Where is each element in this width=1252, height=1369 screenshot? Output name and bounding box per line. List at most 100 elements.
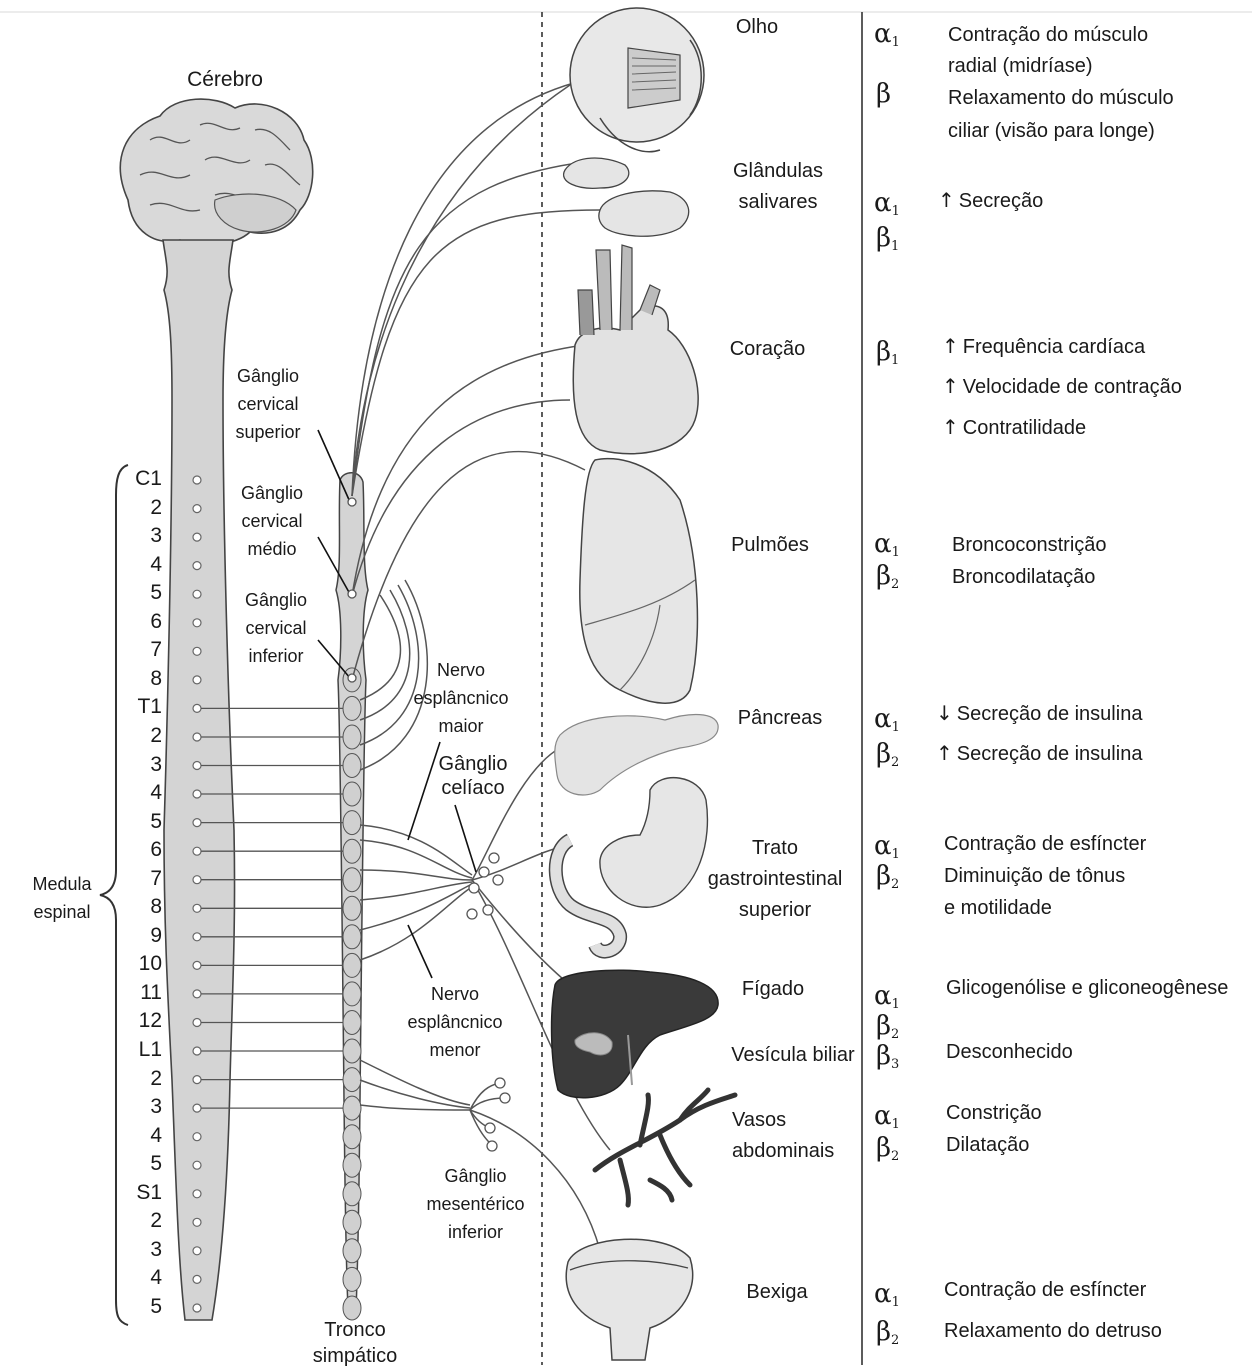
trunk-ganglion bbox=[343, 1153, 361, 1177]
trunk-ganglion bbox=[343, 868, 361, 892]
segment-dot bbox=[193, 847, 201, 855]
segment-label: 5 bbox=[122, 579, 162, 607]
segment-label: L1 bbox=[122, 1036, 162, 1064]
trunk-ganglion bbox=[343, 953, 361, 977]
effect-label: Contração de esfíncter bbox=[944, 833, 1146, 855]
segment-dot bbox=[193, 1190, 201, 1198]
segment-dot bbox=[193, 1104, 201, 1112]
effect-label: Desconhecido bbox=[946, 1041, 1073, 1063]
organ-name-line: Fígado bbox=[728, 974, 818, 1005]
organ-olho: Olho bbox=[722, 12, 792, 43]
label-line: Gânglio bbox=[232, 479, 312, 507]
organ-trato-gastrointestinal: Trato gastrointestinal superior bbox=[700, 833, 850, 926]
organ-name-line: Pulmões bbox=[720, 530, 820, 561]
label-line: Gânglio bbox=[228, 362, 308, 390]
spinal-cord bbox=[163, 240, 235, 1320]
sympathetic-trunk-label: Tronco simpático bbox=[300, 1317, 410, 1369]
segment-label: 6 bbox=[122, 836, 162, 864]
effect-text: ↑Velocidade de contração bbox=[942, 370, 1182, 403]
eye bbox=[570, 8, 704, 152]
effect-text: ciliar (visão para longe) bbox=[944, 115, 1155, 147]
heart bbox=[573, 245, 698, 454]
trunk-ganglion bbox=[343, 1125, 361, 1149]
effect-text: Relaxamento do detruso bbox=[940, 1315, 1162, 1347]
receptor-beta1-salivares: β1 bbox=[876, 222, 899, 263]
effect-text: Contração de esfíncter bbox=[940, 1274, 1146, 1306]
label-line: celíaco bbox=[428, 776, 518, 800]
effect-label: e motilidade bbox=[944, 897, 1052, 919]
label-line: médio bbox=[232, 535, 312, 563]
segment-dot bbox=[193, 990, 201, 998]
receptor-subscript: 3 bbox=[891, 1057, 899, 1072]
receptor-symbol: β bbox=[876, 1133, 891, 1163]
effect-text: Dilatação bbox=[942, 1129, 1029, 1161]
receptor-symbol: α bbox=[874, 529, 892, 559]
segment-dot bbox=[193, 1133, 201, 1141]
effect-text: radial (midríase) bbox=[944, 50, 1092, 82]
segment-dot bbox=[193, 1076, 201, 1084]
segment-label: 4 bbox=[122, 551, 162, 579]
segment-label: 11 bbox=[122, 979, 162, 1007]
segment-label: S1 bbox=[122, 1179, 162, 1207]
effect-label: Constrição bbox=[946, 1102, 1042, 1124]
receptor-symbol: β bbox=[876, 739, 891, 769]
organ-pancreas: Pâncreas bbox=[730, 703, 830, 734]
effect-label: ciliar (visão para longe) bbox=[948, 120, 1155, 142]
segment-label: 10 bbox=[122, 950, 162, 978]
receptor-beta2-gi: β2 bbox=[876, 860, 899, 901]
trunk-ganglion bbox=[343, 1210, 361, 1234]
segment-dot bbox=[193, 562, 201, 570]
effect-text: Relaxamento do músculo bbox=[944, 82, 1174, 114]
receptor-subscript: 1 bbox=[891, 353, 899, 368]
receptor-symbol: β bbox=[876, 1041, 891, 1071]
effect-text: ↑Frequência cardíaca bbox=[942, 330, 1145, 363]
receptor-subscript: 2 bbox=[891, 1149, 899, 1164]
receptor-subscript: 1 bbox=[892, 1295, 900, 1310]
effect-label: Secreção de insulina bbox=[957, 743, 1143, 765]
receptor-beta2-bexiga: β2 bbox=[876, 1316, 899, 1357]
label-line: cervical bbox=[232, 507, 312, 535]
receptor-symbol: α bbox=[874, 1279, 892, 1309]
trunk-ganglion bbox=[343, 1239, 361, 1263]
label-line: Gânglio bbox=[236, 586, 316, 614]
organ-pulmoes: Pulmões bbox=[720, 530, 820, 561]
receptor-beta2-pulmoes: β2 bbox=[876, 560, 899, 601]
organ-coracao: Coração bbox=[720, 334, 815, 365]
liver bbox=[552, 970, 719, 1098]
effect-label: radial (midríase) bbox=[948, 55, 1092, 77]
segment-label: 5 bbox=[122, 1150, 162, 1178]
receptor-symbol: β bbox=[876, 223, 891, 253]
segment-label: 2 bbox=[122, 1207, 162, 1235]
segment-dot bbox=[193, 1247, 201, 1255]
ganglion-mesenteric-inferior-label: Gânglio mesentérico inferior bbox=[418, 1162, 533, 1246]
label-line: maior bbox=[406, 712, 516, 740]
effect-text: Desconhecido bbox=[942, 1036, 1073, 1068]
ganglion-cervical-medio-label: Gânglio cervical médio bbox=[232, 479, 312, 563]
brain-label: Cérebro bbox=[165, 66, 285, 94]
segment-label: T1 bbox=[122, 693, 162, 721]
receptor-symbol: β bbox=[876, 861, 891, 891]
label-line: inferior bbox=[236, 642, 316, 670]
label-line: Gânglio bbox=[428, 752, 518, 776]
effect-arrow-icon: ↑ bbox=[936, 737, 953, 769]
organ-name-line: Coração bbox=[720, 334, 815, 365]
effect-label: Relaxamento do detruso bbox=[944, 1320, 1162, 1342]
organ-figado: Fígado bbox=[728, 974, 818, 1005]
trunk-ganglion bbox=[343, 1182, 361, 1206]
effect-label: Broncoconstrição bbox=[952, 534, 1107, 556]
organ-name-line: superior bbox=[700, 895, 850, 926]
segment-label: 3 bbox=[122, 522, 162, 550]
segment-dot bbox=[193, 533, 201, 541]
segment-label: 12 bbox=[122, 1007, 162, 1035]
ganglion-cervical-inferior-label: Gânglio cervical inferior bbox=[236, 586, 316, 670]
segment-dot bbox=[193, 619, 201, 627]
segment-dot bbox=[193, 1161, 201, 1169]
effect-arrow-icon: ↑ bbox=[942, 330, 959, 362]
effect-label: Contração do músculo bbox=[948, 24, 1148, 46]
stomach bbox=[556, 778, 708, 952]
receptor-subscript: 1 bbox=[892, 1117, 900, 1132]
receptor-symbol: α bbox=[874, 19, 892, 49]
label-line: esplâncnico bbox=[406, 684, 516, 712]
